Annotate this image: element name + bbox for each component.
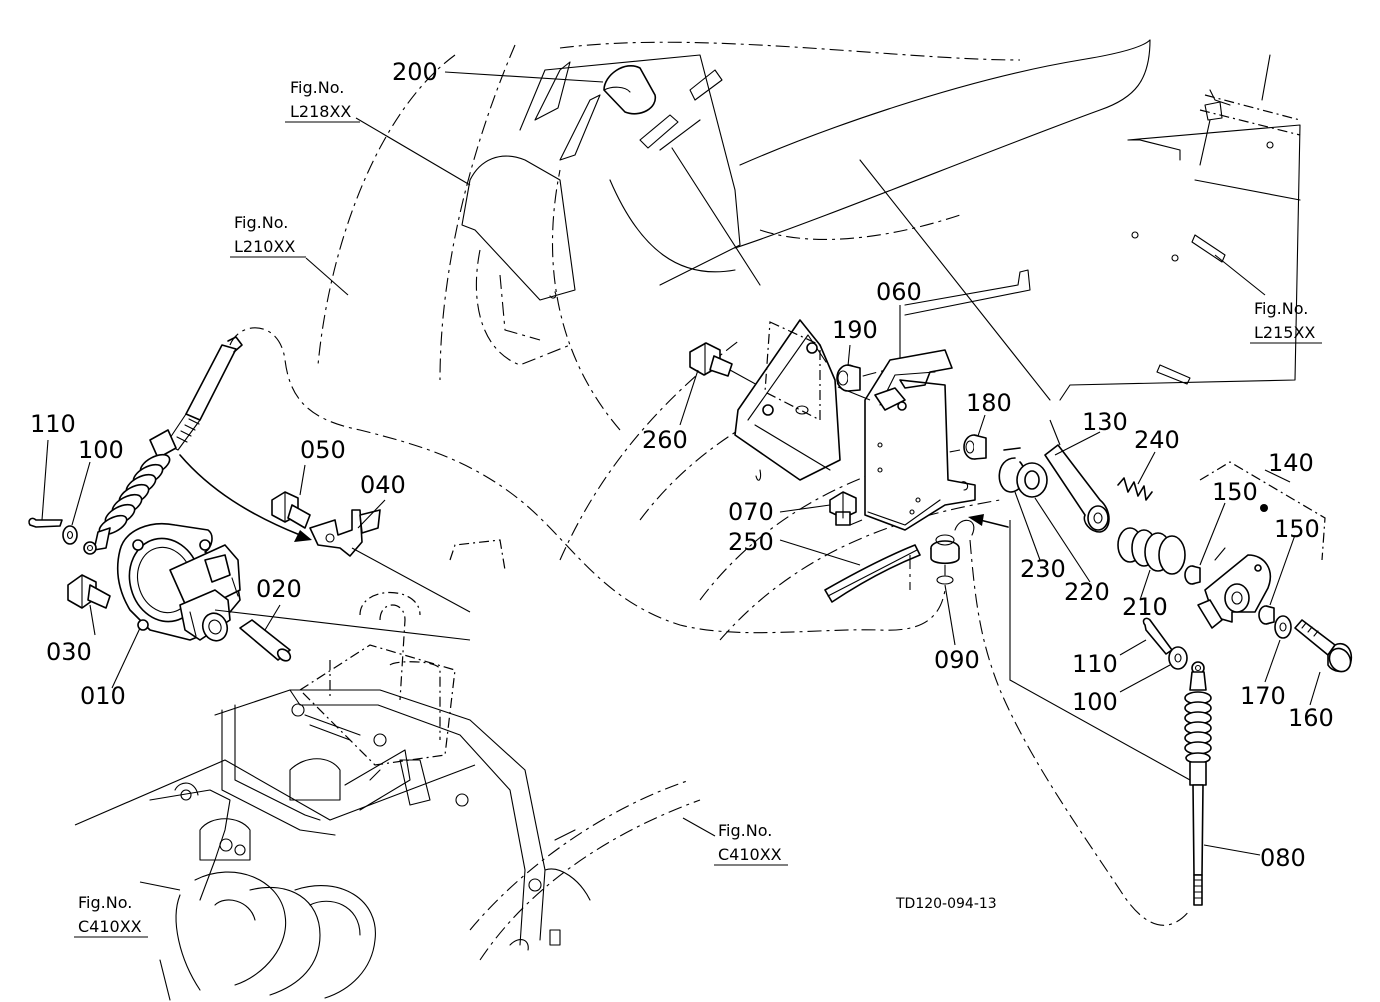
- transmission-housing: [149, 539, 701, 1001]
- fig-ref-l218[interactable]: Fig.No. L218XX: [285, 78, 360, 123]
- fig-ref-l210[interactable]: Fig.No. L210XX: [230, 213, 306, 258]
- part-label-010: 010: [80, 682, 126, 710]
- part-label-170: 170: [1240, 682, 1286, 710]
- pivot-bolt: [1294, 619, 1353, 673]
- hose-fitting-bolt: [67, 574, 111, 609]
- lever-assembly: [1197, 461, 1326, 629]
- part-label-090: 090: [934, 646, 980, 674]
- clutch-cable-right: [1009, 520, 1212, 906]
- part-label-100-left: 100: [78, 436, 124, 464]
- part-label-250: 250: [728, 528, 774, 556]
- part-label-110-right: 110: [1072, 650, 1118, 678]
- part-label-230: 230: [1020, 555, 1066, 583]
- part-label-130: 130: [1082, 408, 1128, 436]
- washer-170: [1274, 615, 1292, 639]
- fig-ref-l210-number: L210XX: [234, 237, 295, 256]
- bushing-190: [836, 364, 861, 392]
- assembly-arrow-right: [954, 514, 1009, 536]
- support-bracket: [734, 319, 841, 481]
- cable-thread-left: [165, 413, 201, 451]
- cotter-pin-left: [28, 517, 63, 528]
- part-label-210: 210: [1122, 593, 1168, 621]
- fig-ref-l210-caption: Fig.No.: [234, 213, 288, 232]
- part-label-060: 060: [876, 278, 922, 306]
- main-pedal-bracket: [837, 349, 976, 531]
- bushing-180: [963, 434, 987, 460]
- bushing-150-b: [1258, 605, 1275, 625]
- part-label-110-left: 110: [30, 410, 76, 438]
- part-label-220: 220: [1064, 578, 1110, 606]
- return-spring-large: [1117, 527, 1186, 575]
- fig-ref-l218-number: L218XX: [290, 102, 351, 121]
- pedal-arm: [1044, 419, 1110, 533]
- fig-ref-l215-caption: Fig.No.: [1254, 299, 1308, 318]
- figure-reference-leaders: [74, 117, 1266, 891]
- fig-ref-l215[interactable]: Fig.No. L215XX: [1250, 299, 1322, 344]
- pedal-washer: [1016, 462, 1048, 498]
- washer-right: [1168, 646, 1188, 670]
- cable-bracket-040: [309, 509, 471, 613]
- cable-routing-reference-line: [229, 327, 1191, 926]
- fig-ref-c410-center-number: C410XX: [718, 845, 782, 864]
- fig-ref-l215-number: L215XX: [1254, 323, 1315, 342]
- figure-references: Fig.No. L218XX Fig.No. L210XX Fig.No. L2…: [74, 78, 1322, 938]
- bracket-bolt-050: [271, 491, 311, 529]
- part-label-240: 240: [1134, 426, 1180, 454]
- pedal-stopper: [930, 534, 960, 585]
- part-label-030: 030: [46, 638, 92, 666]
- pedal-rubber-pad: [824, 544, 921, 603]
- part-label-100-right: 100: [1072, 688, 1118, 716]
- return-spring-small: [1117, 477, 1153, 501]
- cotter-pin-right: [1142, 617, 1173, 655]
- bracket-bolt-070: [829, 491, 863, 526]
- part-label-050: 050: [300, 436, 346, 464]
- bushing-150-a: [1184, 565, 1201, 585]
- part-label-200: 200: [392, 58, 438, 86]
- fig-ref-c410-center-caption: Fig.No.: [718, 821, 772, 840]
- part-label-080: 080: [1260, 844, 1306, 872]
- part-label-180: 180: [966, 389, 1012, 417]
- fig-ref-c410-left[interactable]: Fig.No. C410XX: [74, 893, 148, 938]
- tractor-body-outline: [317, 39, 1301, 641]
- part-number-leaders: [41, 71, 1321, 856]
- fig-ref-c410-left-caption: Fig.No.: [78, 893, 132, 912]
- part-label-070: 070: [728, 498, 774, 526]
- clutch-cable-left: [28, 336, 312, 555]
- part-label-040: 040: [360, 471, 406, 499]
- dowel-pin: [239, 619, 292, 662]
- part-number-labels: 200 110 100 050 040 030 020 010 260 190 …: [30, 58, 1334, 872]
- cable-bellows-right: [1184, 691, 1212, 764]
- part-label-260: 260: [642, 426, 688, 454]
- fig-ref-c410-left-number: C410XX: [78, 917, 142, 936]
- fig-ref-l218-caption: Fig.No.: [290, 78, 344, 97]
- part-label-140: 140: [1268, 449, 1314, 477]
- part-label-150-a: 150: [1212, 478, 1258, 506]
- part-label-160: 160: [1288, 704, 1334, 732]
- washer-left: [62, 525, 78, 545]
- part-label-190: 190: [832, 316, 878, 344]
- clutch-release-cylinder: [116, 523, 471, 642]
- drawing-code: TD120-094-13: [895, 896, 997, 912]
- shift-lever-knob: [603, 65, 656, 115]
- part-label-150-b: 150: [1274, 515, 1320, 543]
- fig-ref-c410-center[interactable]: Fig.No. C410XX: [714, 821, 788, 866]
- assembly-direction-arrow: [179, 454, 301, 536]
- part-label-020: 020: [256, 575, 302, 603]
